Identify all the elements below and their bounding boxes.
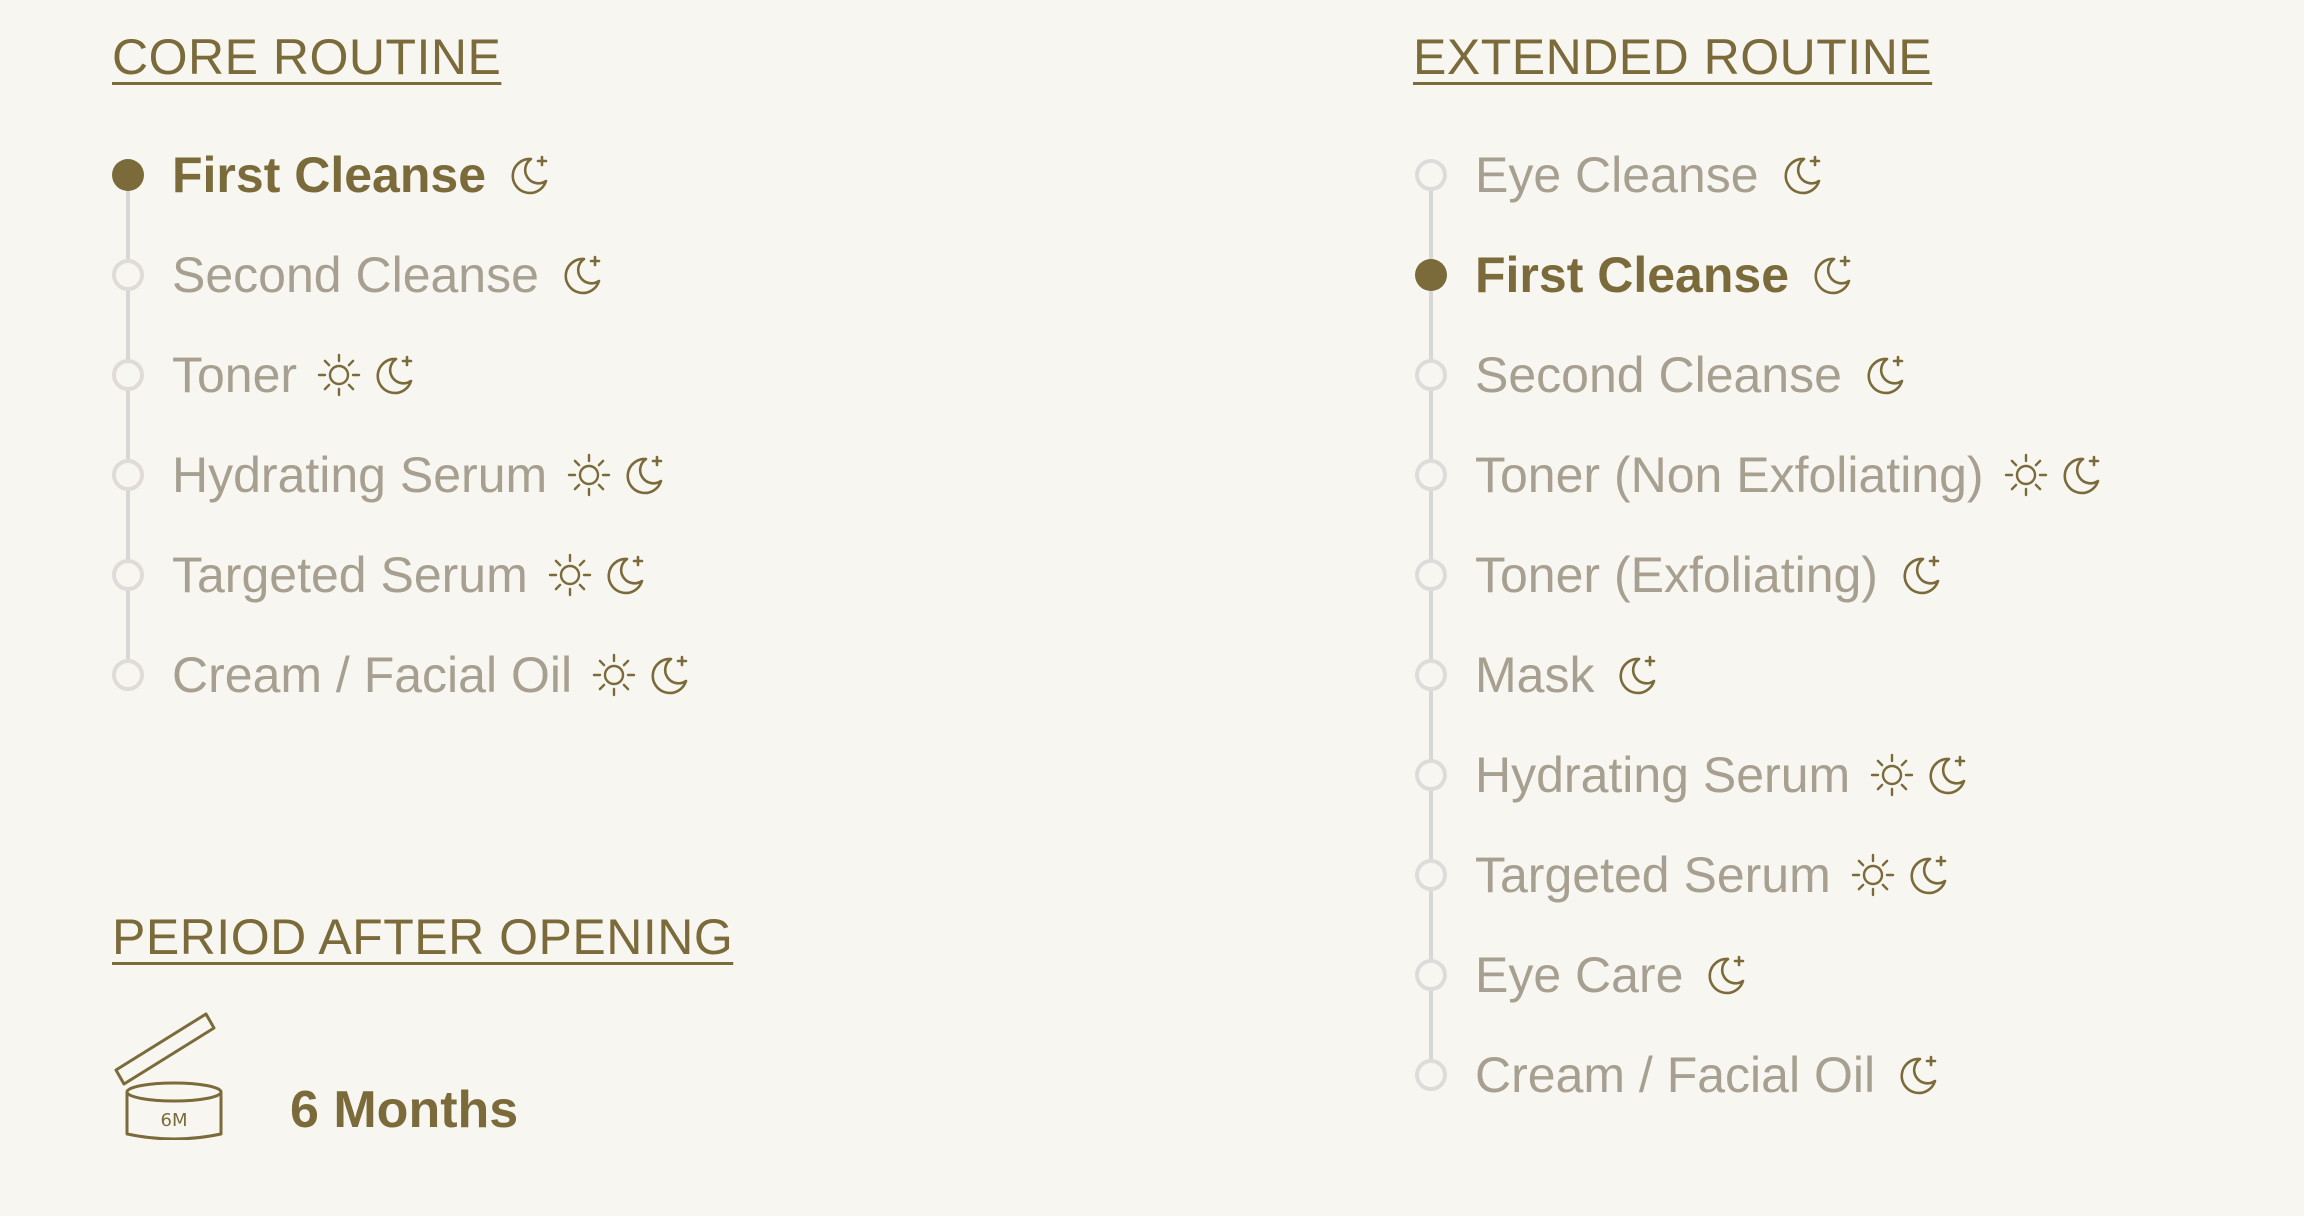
time-of-day-icons xyxy=(1612,651,1660,699)
step-label: Second Cleanse xyxy=(172,247,539,303)
sun-icon xyxy=(315,351,363,399)
moon-icon xyxy=(369,351,417,399)
routine-step[interactable]: Toner (Non Exfoliating) xyxy=(1415,445,2104,505)
routine-step[interactable]: Cream / Facial Oil xyxy=(112,645,692,705)
pao-value: 6 Months xyxy=(290,1081,519,1139)
moon-icon xyxy=(1860,351,1908,399)
moon-icon xyxy=(1896,551,1944,599)
step-label: Targeted Serum xyxy=(1475,847,1831,903)
step-label: Cream / Facial Oil xyxy=(1475,1047,1876,1103)
time-of-day-icons xyxy=(2002,451,2104,499)
routine-step[interactable]: First Cleanse xyxy=(112,145,552,205)
time-of-day-icons xyxy=(557,251,605,299)
step-dot xyxy=(1415,959,1447,991)
time-of-day-icons xyxy=(1849,851,1951,899)
sun-icon xyxy=(2002,451,2050,499)
routine-step[interactable]: Cream / Facial Oil xyxy=(1415,1045,1941,1105)
step-label: Hydrating Serum xyxy=(172,447,548,503)
step-dot xyxy=(1415,1059,1447,1091)
moon-icon xyxy=(600,551,648,599)
moon-icon xyxy=(1807,251,1855,299)
step-label: Toner (Non Exfoliating) xyxy=(1475,447,1984,503)
step-label: Mask xyxy=(1475,647,1595,703)
routine-step[interactable]: Toner (Exfoliating) xyxy=(1415,545,1944,605)
routine-step[interactable]: Hydrating Serum xyxy=(1415,745,1970,805)
moon-icon xyxy=(1612,651,1660,699)
time-of-day-icons xyxy=(1893,1051,1941,1099)
time-of-day-icons xyxy=(315,351,417,399)
extended-routine-timeline xyxy=(1429,175,1433,1075)
step-dot xyxy=(1415,859,1447,891)
moon-icon xyxy=(504,151,552,199)
routine-step[interactable]: Toner xyxy=(112,345,417,405)
sun-icon xyxy=(1849,851,1897,899)
moon-icon xyxy=(2056,451,2104,499)
time-of-day-icons xyxy=(590,651,692,699)
routine-step[interactable]: Eye Care xyxy=(1415,945,1749,1005)
step-label: First Cleanse xyxy=(172,147,487,203)
extended-routine-title: EXTENDED ROUTINE xyxy=(1413,29,1933,85)
moon-icon xyxy=(1893,1051,1941,1099)
step-dot xyxy=(1415,759,1447,791)
routine-step[interactable]: Hydrating Serum xyxy=(112,445,667,505)
pao-icon-label: 6M xyxy=(161,1110,188,1131)
routine-step[interactable]: Second Cleanse xyxy=(112,245,605,305)
routine-step[interactable]: Mask xyxy=(1415,645,1660,705)
step-label: Eye Care xyxy=(1475,947,1684,1003)
core-routine-title: CORE ROUTINE xyxy=(112,29,502,85)
step-label: First Cleanse xyxy=(1475,247,1790,303)
step-dot xyxy=(1415,359,1447,391)
routine-step[interactable]: Targeted Serum xyxy=(112,545,648,605)
step-label: Targeted Serum xyxy=(172,547,528,603)
step-label: Toner xyxy=(172,347,298,403)
sun-icon xyxy=(590,651,638,699)
step-label: Cream / Facial Oil xyxy=(172,647,573,703)
step-dot xyxy=(112,459,144,491)
step-label: Toner (Exfoliating) xyxy=(1475,547,1878,603)
moon-icon xyxy=(1903,851,1951,899)
sun-icon xyxy=(1868,751,1916,799)
moon-icon xyxy=(619,451,667,499)
step-dot-active xyxy=(112,159,144,191)
moon-icon xyxy=(644,651,692,699)
time-of-day-icons xyxy=(1777,151,1825,199)
step-label: Second Cleanse xyxy=(1475,347,1842,403)
step-dot xyxy=(1415,559,1447,591)
step-dot-active xyxy=(1415,259,1447,291)
sun-icon xyxy=(565,451,613,499)
moon-icon xyxy=(1922,751,1970,799)
routine-step[interactable]: Eye Cleanse xyxy=(1415,145,1825,205)
step-label: Eye Cleanse xyxy=(1475,147,1759,203)
step-dot xyxy=(112,359,144,391)
pao-title: PERIOD AFTER OPENING xyxy=(112,909,734,965)
step-dot xyxy=(1415,459,1447,491)
step-dot xyxy=(1415,159,1447,191)
time-of-day-icons xyxy=(1896,551,1944,599)
time-of-day-icons xyxy=(1860,351,1908,399)
time-of-day-icons xyxy=(1868,751,1970,799)
routine-step[interactable]: Second Cleanse xyxy=(1415,345,1908,405)
step-dot xyxy=(112,259,144,291)
step-dot xyxy=(112,559,144,591)
routine-step[interactable]: First Cleanse xyxy=(1415,245,1855,305)
sun-icon xyxy=(546,551,594,599)
time-of-day-icons xyxy=(565,451,667,499)
open-jar-icon: 6M xyxy=(110,1010,230,1145)
step-dot xyxy=(112,659,144,691)
moon-icon xyxy=(1777,151,1825,199)
routine-step[interactable]: Targeted Serum xyxy=(1415,845,1951,905)
moon-icon xyxy=(557,251,605,299)
time-of-day-icons xyxy=(1807,251,1855,299)
time-of-day-icons xyxy=(1701,951,1749,999)
core-routine-timeline xyxy=(126,175,130,675)
time-of-day-icons xyxy=(546,551,648,599)
time-of-day-icons xyxy=(504,151,552,199)
step-dot xyxy=(1415,659,1447,691)
step-label: Hydrating Serum xyxy=(1475,747,1851,803)
moon-icon xyxy=(1701,951,1749,999)
